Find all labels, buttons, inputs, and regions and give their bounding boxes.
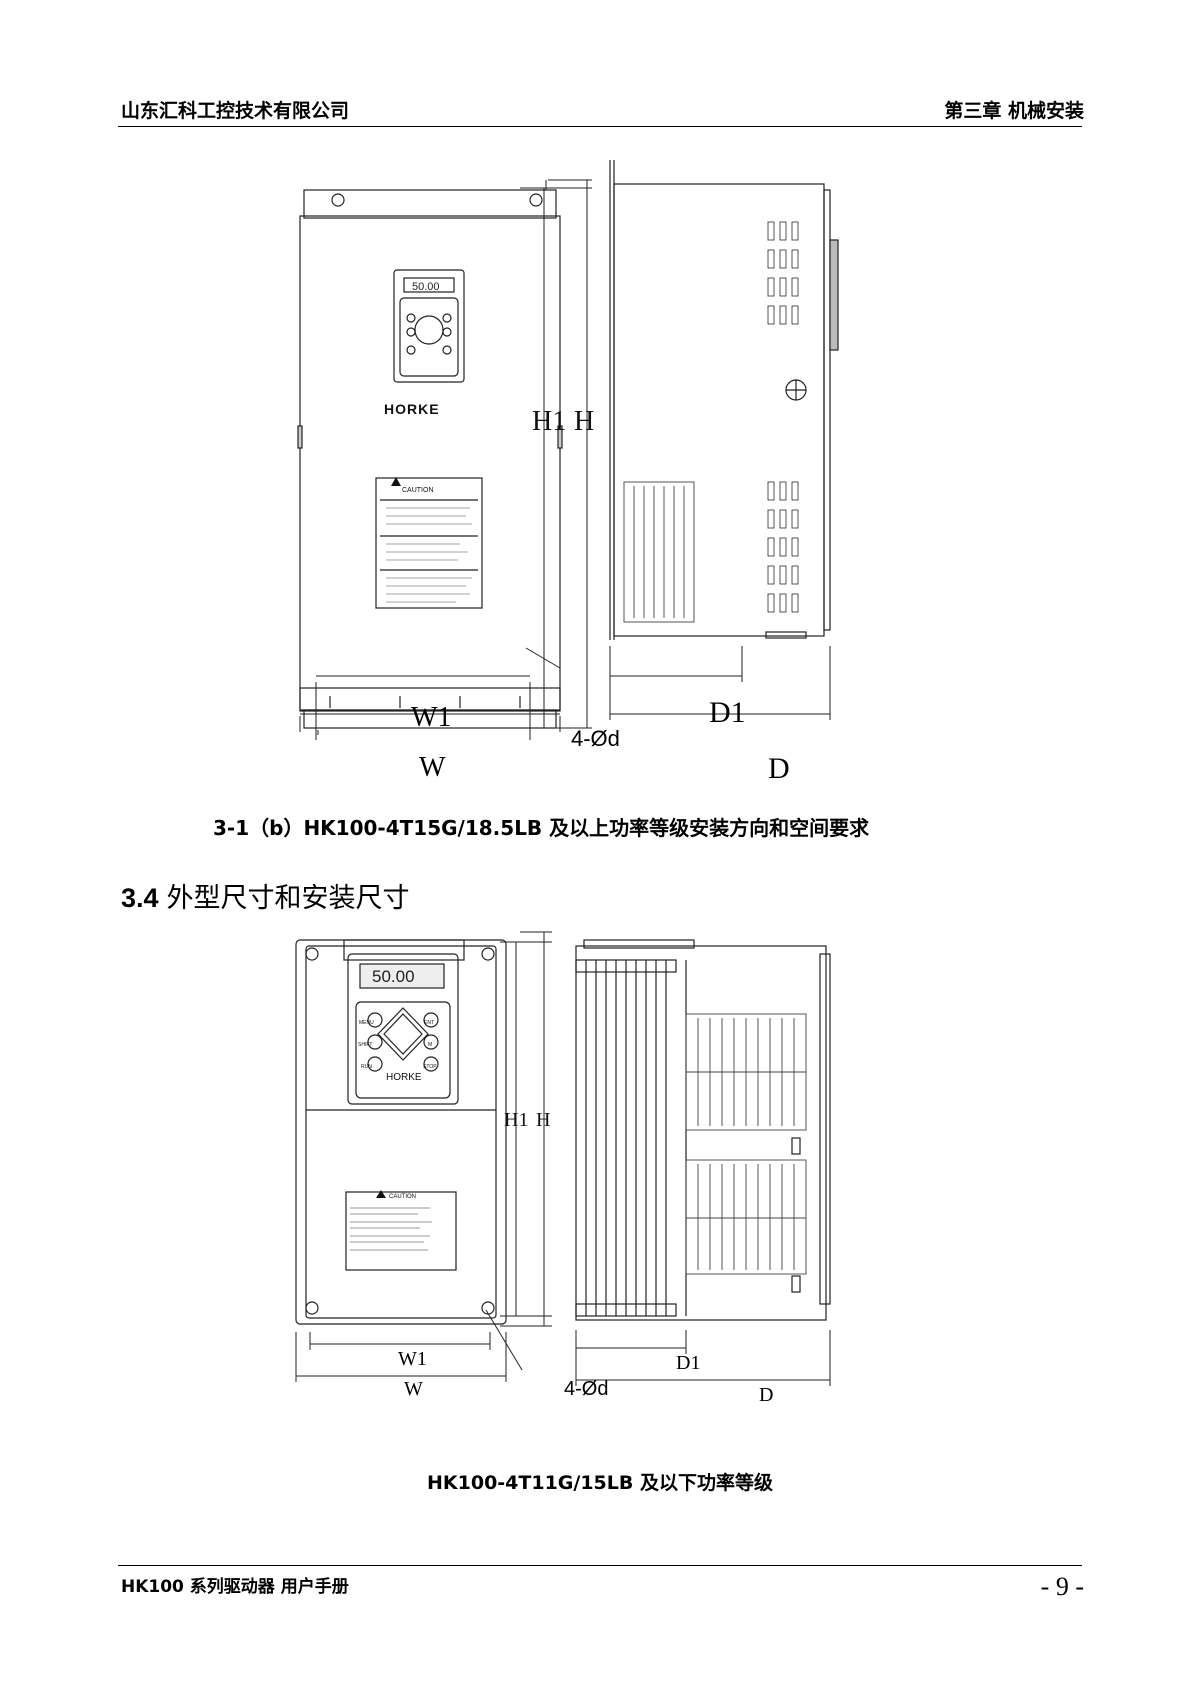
fig2-brand-logo: HORKE [386, 1072, 422, 1083]
fig2-dim-h: H [536, 1109, 550, 1131]
side-vents [623, 221, 799, 623]
figure-2-drawing: 50.00 MENU ENT SHIFT M RUN STOP HORKE CA… [295, 931, 831, 1386]
fig2-dim-d: D [759, 1384, 774, 1406]
key-ent-label: ENT [424, 1020, 434, 1026]
section-title: 外型尺寸和安装尺寸 [166, 883, 410, 914]
header-rule [118, 126, 1082, 127]
fig1-dim-h1: H1 [532, 406, 566, 437]
fig2-display-text: 50.00 [372, 967, 415, 986]
fig1-dim-w: W [419, 752, 446, 783]
side-dimensions-small [575, 1330, 831, 1386]
front-dimensions-small [295, 931, 552, 1382]
key-run-label: RUN [361, 1064, 372, 1070]
header-company: 山东汇科工控技术有限公司 [121, 100, 350, 122]
side-vents-small [685, 1013, 807, 1275]
fig1-caution-label: CAUTION [402, 487, 434, 494]
footer-rule [118, 1565, 1082, 1566]
key-shift-label: SHIFT [358, 1042, 372, 1048]
figure-1-drawing: 50.00 HORKE CAUTION H1 H [297, 160, 839, 740]
fig2-dim-w1: W1 [398, 1348, 427, 1370]
warning-triangle-icon [391, 477, 401, 486]
footer-page-number: - 9 - [1040, 1572, 1084, 1601]
key-menu-label: MENU [359, 1020, 374, 1026]
side-view-small [575, 939, 831, 1321]
fig1-dim-w1: W1 [411, 702, 452, 733]
side-dimensions [609, 646, 831, 720]
fig1-dim-d1: D1 [709, 696, 746, 729]
key-m-label: M [428, 1042, 432, 1048]
fig2-caution-label: CAUTION [389, 1194, 416, 1200]
footer-manual-title: HK100 系列驱动器 用户手册 [121, 1577, 349, 1597]
fig1-display-text: 50.00 [412, 281, 440, 293]
side-view [609, 160, 839, 640]
fig1-dim-d: D [768, 752, 790, 785]
fig2-dim-holes: 4-Ød [564, 1378, 609, 1400]
section-number: 3.4 [121, 883, 159, 913]
fig2-dim-h1: H1 [504, 1109, 528, 1131]
figure-1-caption: 3-1（b）HK100-4T15G/18.5LB 及以上功率等级安装方向和空间要… [213, 816, 870, 840]
warning-triangle-icon [376, 1190, 386, 1198]
fig2-dim-w: W [404, 1378, 423, 1400]
header-chapter: 第三章 机械安装 [944, 100, 1084, 122]
front-dimensions [299, 179, 592, 740]
key-stop-label: STOP [423, 1064, 437, 1070]
figure-2-caption: HK100-4T11G/15LB 及以下功率等级 [427, 1472, 773, 1494]
fig1-dim-h: H [574, 406, 594, 437]
front-view-small [295, 939, 507, 1325]
fig2-dim-d1: D1 [676, 1352, 701, 1374]
fig1-dim-holes: 4-Ød [571, 726, 620, 751]
front-view [297, 189, 563, 729]
fig1-brand-logo: HORKE [384, 401, 440, 417]
